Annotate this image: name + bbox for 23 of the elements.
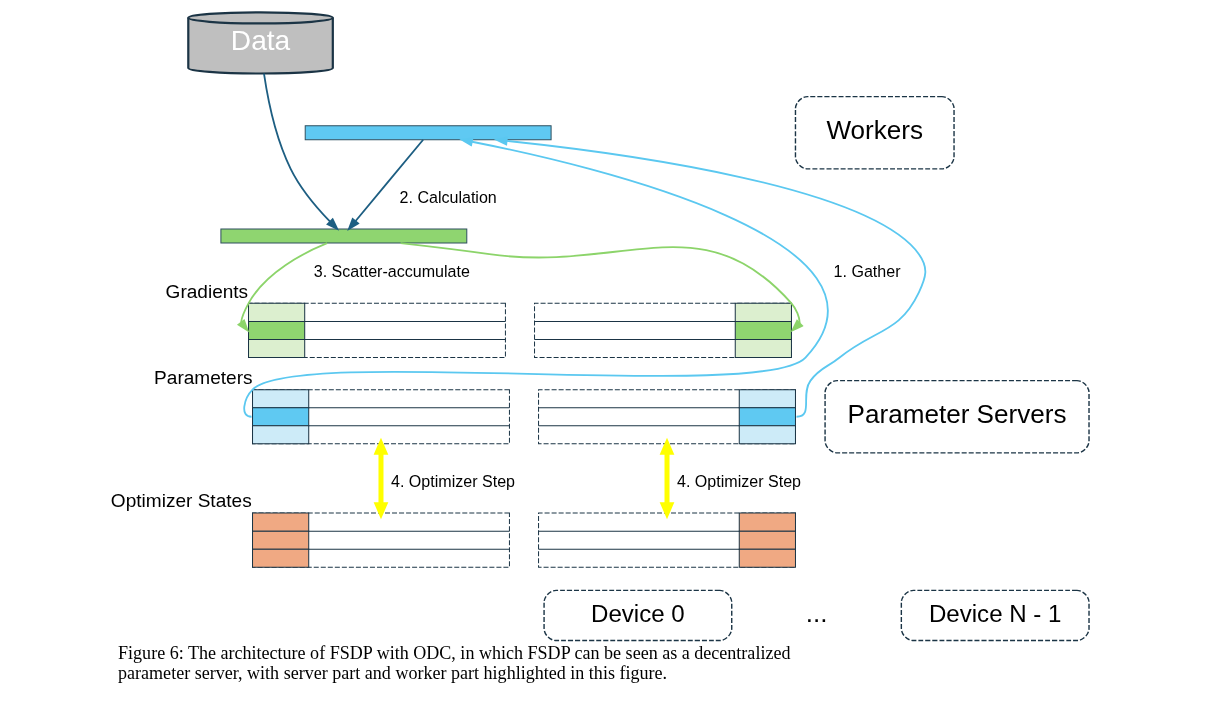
node-bar bbox=[304, 125, 552, 141]
node-label: Gradients bbox=[165, 280, 249, 302]
arrow bbox=[263, 72, 340, 231]
arrow bbox=[347, 138, 425, 232]
node-label: Optimizer States bbox=[110, 490, 252, 512]
arrow bbox=[399, 242, 804, 333]
node-box: Workers bbox=[794, 95, 955, 170]
edge-label: 1. Gather bbox=[833, 262, 901, 281]
edge-label: 3. Scatter-accumulate bbox=[313, 262, 470, 281]
node-box: Device N - 1 bbox=[900, 589, 1090, 642]
node-box: Parameter Servers bbox=[824, 379, 1090, 454]
arrow bbox=[236, 242, 328, 333]
node-bar bbox=[220, 228, 468, 244]
node-label: Parameters bbox=[154, 366, 253, 388]
edge-label: 2. Calculation bbox=[399, 187, 497, 206]
edge-label: 4. Optimizer Step bbox=[677, 471, 802, 490]
caption: Figure 6: The architecture of FSDP with ODC, in which FSDP can be seen as a decentralized parameter server, with server part and worker part highlighted in this figure. bbox=[118, 643, 791, 684]
edge-label: 4. Optimizer Step bbox=[391, 471, 515, 490]
arrow bbox=[373, 437, 389, 520]
arrow bbox=[493, 136, 927, 418]
label: ... bbox=[805, 597, 828, 628]
node-box: Device 0 bbox=[543, 589, 733, 642]
arrow bbox=[659, 437, 675, 520]
